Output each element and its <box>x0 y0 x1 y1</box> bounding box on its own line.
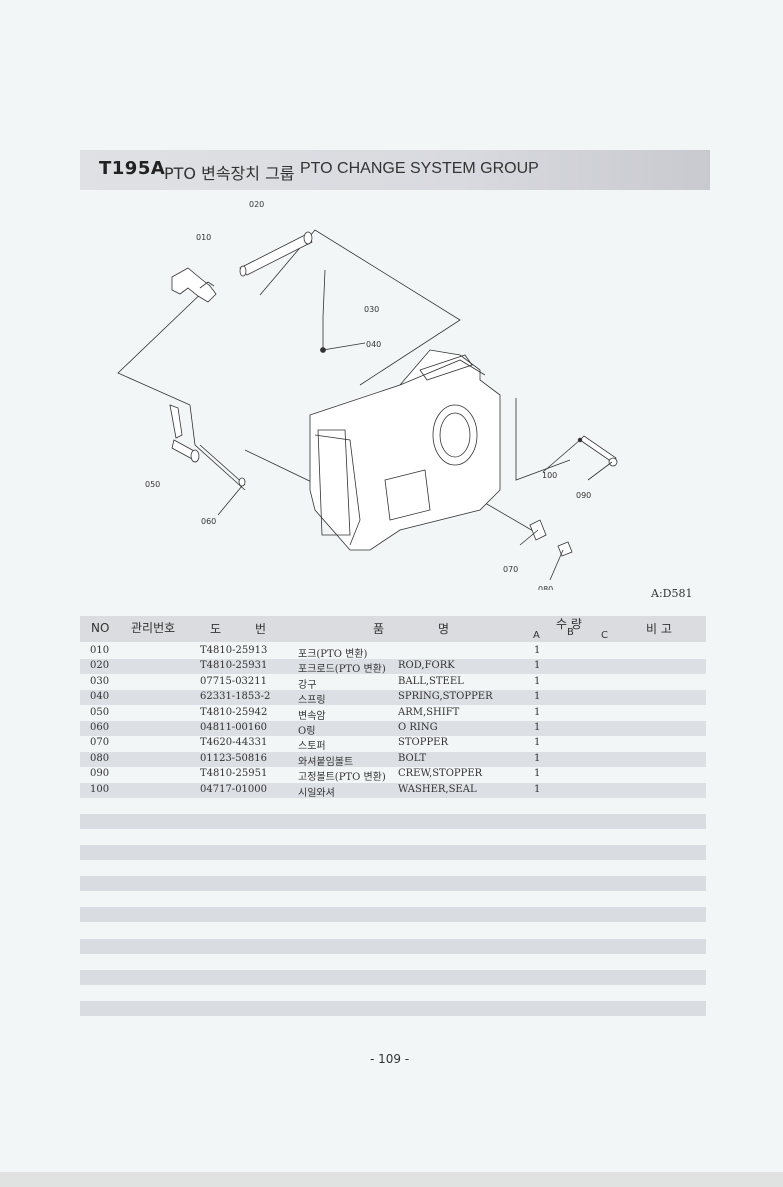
table-row: 020 T4810-25931 포크로드(PTO 변환) ROD,FORK 1 <box>80 659 706 675</box>
exploded-parts-diagram: 020 010 030 040 050 060 070 080 090 100 <box>117 200 618 590</box>
row-qty-a: 1 <box>534 707 541 718</box>
row-part-number: T4810-25931 <box>200 660 268 671</box>
title-band <box>80 150 710 190</box>
row-part-number: 62331-1853-2 <box>200 691 271 702</box>
row-name-english: O RING <box>398 722 438 733</box>
col-header-name-1: 품 <box>373 622 385 636</box>
row-name-english: ARM,SHIFT <box>398 707 460 718</box>
row-no: 070 <box>90 737 110 748</box>
row-name-korean: 변속암 <box>298 711 326 722</box>
col-header-quantity: 수 량 <box>556 617 582 631</box>
row-no: 090 <box>90 768 110 779</box>
col-header-management-no: 관리번호 <box>131 621 176 635</box>
empty-table-row <box>80 814 706 829</box>
row-part-number: 07715-03211 <box>200 676 268 687</box>
row-name-english: BALL,STEEL <box>398 676 464 687</box>
row-qty-a: 1 <box>534 676 541 687</box>
table-row: 090 T4810-25951 고정볼트(PTO 변환) CREW,STOPPE… <box>80 767 706 783</box>
callout-010: 010 <box>196 233 211 242</box>
row-part-number: 01123-50816 <box>200 753 268 764</box>
row-qty-a: 1 <box>534 768 541 779</box>
drawing-reference: A:D581 <box>651 587 693 600</box>
empty-table-row <box>80 845 706 860</box>
table-row: 070 T4620-44331 스토퍼 STOPPER 1 <box>80 736 706 752</box>
scan-edge <box>0 1172 783 1187</box>
row-part-number: T4810-25913 <box>200 645 268 656</box>
row-part-number: T4810-25951 <box>200 768 268 779</box>
col-header-drawing-no-2: 번 <box>255 622 267 636</box>
row-name-korean: 와셔붙임볼트 <box>298 757 354 768</box>
table-row: 030 07715-03211 강구 BALL,STEEL 1 <box>80 675 706 691</box>
table-row: 100 04717-01000 시일와셔 WASHER,SEAL 1 <box>80 783 706 799</box>
row-qty-a: 1 <box>534 784 541 795</box>
row-qty-a: 1 <box>534 753 541 764</box>
table-header <box>80 616 706 642</box>
col-header-qty-c: C <box>601 630 608 641</box>
table-row: 050 T4810-25942 변속암 ARM,SHIFT 1 <box>80 706 706 722</box>
row-name-english: ROD,FORK <box>398 660 455 671</box>
group-title-korean: PTO 변속장치 그룹 <box>164 164 295 183</box>
row-name-english: WASHER,SEAL <box>398 784 477 795</box>
callout-100: 100 <box>542 471 557 480</box>
row-qty-a: 1 <box>534 645 541 656</box>
callout-070: 070 <box>503 565 518 574</box>
empty-table-row <box>80 876 706 891</box>
callout-040: 040 <box>366 340 381 349</box>
row-no: 100 <box>90 784 110 795</box>
row-name-korean: 포크(PTO 변환) <box>298 649 368 660</box>
row-no: 060 <box>90 722 110 733</box>
empty-table-row <box>80 1001 706 1016</box>
row-name-korean: 강구 <box>298 680 317 691</box>
empty-table-row <box>80 939 706 954</box>
row-part-number: 04717-01000 <box>200 784 268 795</box>
row-qty-a: 1 <box>534 660 541 671</box>
row-name-english: CREW,STOPPER <box>398 768 483 779</box>
row-name-korean: O링 <box>298 726 316 737</box>
callout-050: 050 <box>145 480 160 489</box>
row-name-korean: 스프링 <box>298 695 326 706</box>
row-no: 030 <box>90 676 110 687</box>
row-qty-a: 1 <box>534 737 541 748</box>
col-header-no: NO <box>91 621 110 635</box>
group-code: T195A <box>99 158 166 179</box>
row-name-english: STOPPER <box>398 737 449 748</box>
row-no: 080 <box>90 753 110 764</box>
row-no: 020 <box>90 660 110 671</box>
table-row: 040 62331-1853-2 스프링 SPRING,STOPPER 1 <box>80 690 706 706</box>
col-header-remarks: 비 고 <box>646 622 672 636</box>
row-name-korean: 시일와셔 <box>298 788 335 799</box>
row-part-number: T4810-25942 <box>200 707 268 718</box>
row-qty-a: 1 <box>534 691 541 702</box>
row-part-number: T4620-44331 <box>200 737 268 748</box>
row-no: 010 <box>90 645 110 656</box>
col-header-drawing-no-1: 도 <box>210 622 222 636</box>
table-row: 060 04811-00160 O링 O RING 1 <box>80 721 706 737</box>
row-qty-a: 1 <box>534 722 541 733</box>
row-name-english: BOLT <box>398 753 427 764</box>
row-no: 040 <box>90 691 110 702</box>
callout-090: 090 <box>576 491 591 500</box>
empty-table-row <box>80 907 706 922</box>
callout-060: 060 <box>201 517 216 526</box>
col-header-name-2: 명 <box>438 622 450 636</box>
callout-080: 080 <box>538 585 553 590</box>
table-row: 010 T4810-25913 포크(PTO 변환) 1 <box>80 644 706 660</box>
group-title-english: PTO CHANGE SYSTEM GROUP <box>300 160 539 177</box>
row-name-korean: 고정볼트(PTO 변환) <box>298 772 386 783</box>
row-name-korean: 포크로드(PTO 변환) <box>298 664 386 675</box>
row-name-english: SPRING,STOPPER <box>398 691 493 702</box>
row-name-korean: 스토퍼 <box>298 741 326 752</box>
callout-030: 030 <box>364 305 379 314</box>
callout-020: 020 <box>249 200 264 209</box>
row-no: 050 <box>90 707 110 718</box>
page-number: - 109 - <box>370 1052 410 1066</box>
table-row: 080 01123-50816 와셔붙임볼트 BOLT 1 <box>80 752 706 768</box>
row-part-number: 04811-00160 <box>200 722 268 733</box>
col-header-qty-b: B <box>567 627 574 638</box>
empty-table-row <box>80 970 706 985</box>
col-header-qty-a: A <box>533 630 540 641</box>
